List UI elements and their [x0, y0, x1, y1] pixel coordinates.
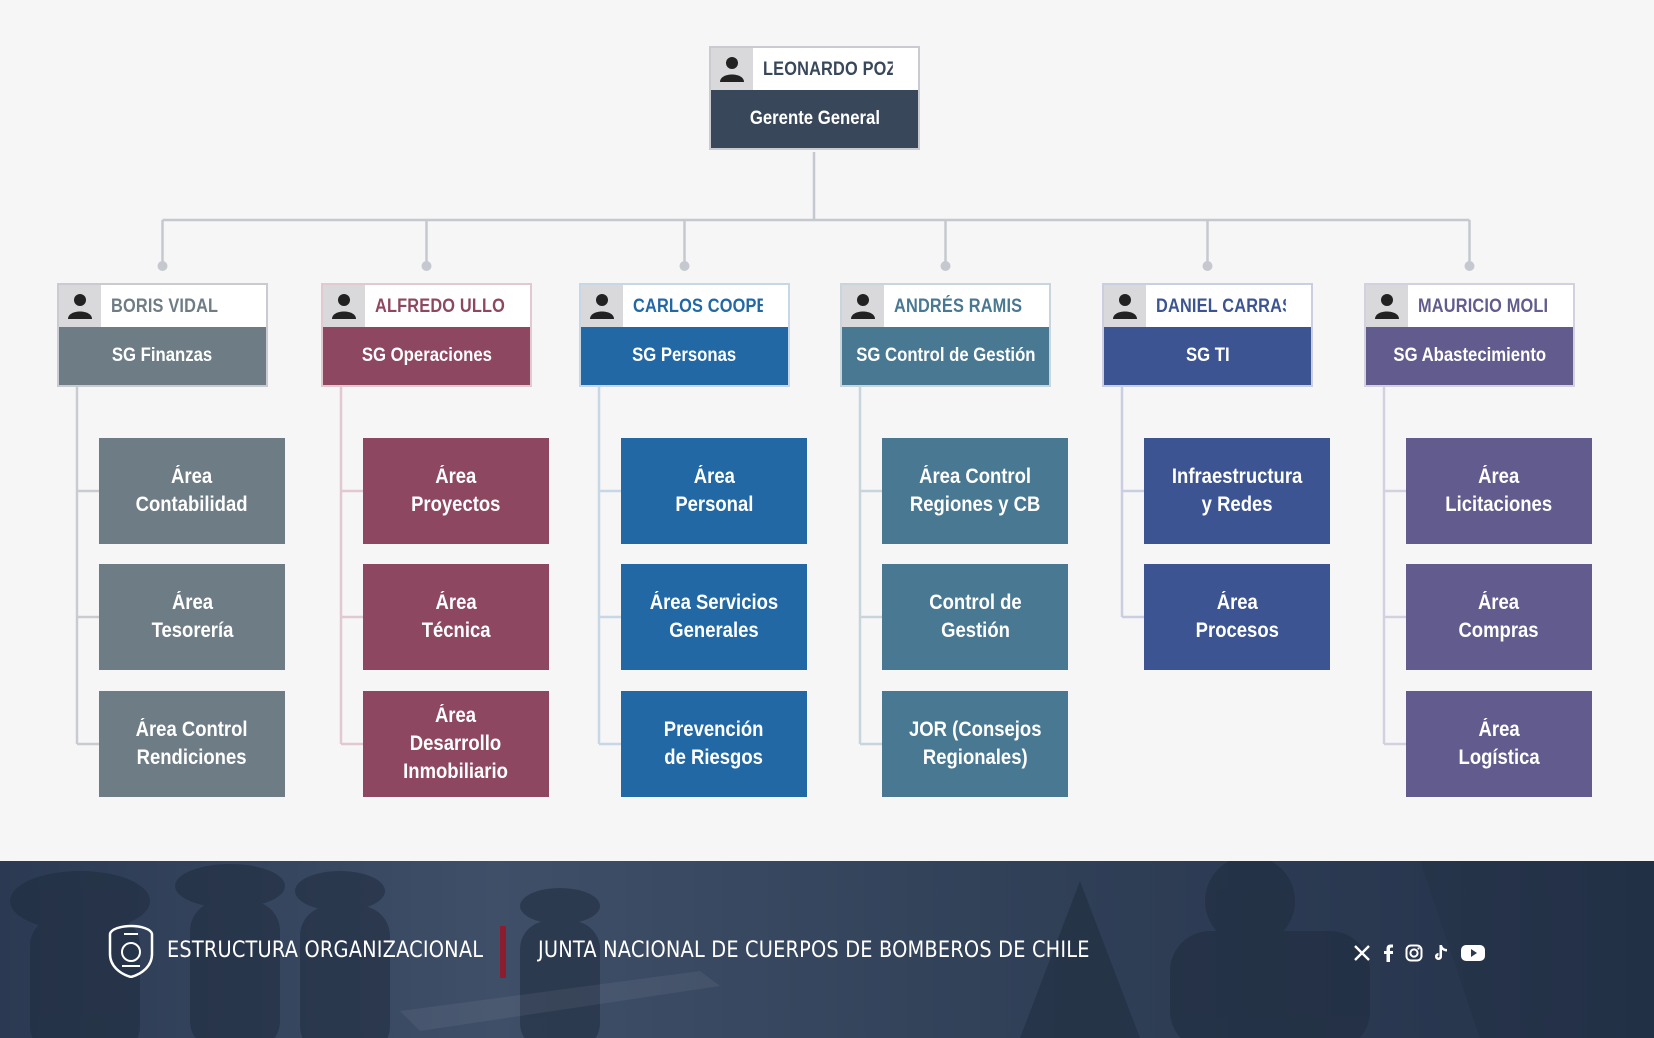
footer-title: ESTRUCTURA ORGANIZACIONAL [167, 938, 484, 963]
firefighters-background-image [10, 861, 1654, 1038]
person-icon [1104, 285, 1146, 327]
footer-banner: ESTRUCTURA ORGANIZACIONAL JUNTA NACIONAL… [0, 861, 1654, 1038]
instagram-icon[interactable] [1404, 941, 1424, 965]
connector-lines [75, 152, 1475, 746]
person-icon [842, 285, 884, 327]
connector-dot [421, 261, 432, 271]
area-box: JOR (Consejos Regionales) [882, 691, 1068, 797]
manager-role: SG Finanzas [59, 327, 266, 385]
footer-divider [500, 926, 506, 978]
connector-dot [679, 261, 690, 271]
connector-dot [1464, 261, 1475, 271]
manager-card: ALFREDO ULLOA SG Operaciones [321, 283, 532, 387]
manager-name: DANIEL CARRASCO [1156, 296, 1286, 317]
manager-card: ANDRÉS RAMIS SG Control de Gestión [840, 283, 1051, 387]
facebook-icon[interactable] [1380, 941, 1396, 965]
manager-role: SG Control de Gestión [842, 327, 1049, 385]
bomberos-crest-logo [108, 924, 154, 978]
connector-dot [1202, 261, 1213, 271]
area-box: Área Licitaciones [1406, 438, 1592, 544]
tiktok-icon[interactable] [1432, 941, 1450, 965]
x-icon[interactable] [1352, 941, 1372, 965]
youtube-icon[interactable] [1460, 941, 1486, 965]
manager-name: BORIS VIDAL [111, 296, 219, 317]
area-box: Área Personal [621, 438, 807, 544]
footer-organization: JUNTA NACIONAL DE CUERPOS DE BOMBEROS DE… [538, 938, 1090, 963]
person-icon [581, 285, 623, 327]
area-box: Área Técnica [363, 564, 549, 670]
manager-name: MAURICIO MOLINA [1418, 296, 1548, 317]
area-box: Área Logística [1406, 691, 1592, 797]
area-box: Prevención de Riesgos [621, 691, 807, 797]
area-box: Control de Gestión [882, 564, 1068, 670]
manager-name: ALFREDO ULLOA [375, 296, 505, 317]
person-icon [323, 285, 365, 327]
manager-name: CARLOS COOPER [633, 296, 763, 317]
area-box: Área Servicios Generales [621, 564, 807, 670]
connector-dot [940, 261, 951, 271]
connector-dot [157, 261, 168, 271]
area-box: Área Proyectos [363, 438, 549, 544]
area-box: Área Desarrollo Inmobiliario [363, 691, 549, 797]
ceo-card: LEONARDO POZO Gerente General [709, 46, 920, 150]
ceo-name: LEONARDO POZO [763, 59, 893, 80]
area-box: Área Control Regiones y CB [882, 438, 1068, 544]
manager-role: SG TI [1104, 327, 1311, 385]
manager-role: SG Abastecimiento [1366, 327, 1573, 385]
area-box: Área Procesos [1144, 564, 1330, 670]
ceo-role: Gerente General [711, 90, 918, 148]
manager-card: CARLOS COOPER SG Personas [579, 283, 790, 387]
manager-name: ANDRÉS RAMIS [894, 296, 1023, 317]
manager-card: DANIEL CARRASCO SG TI [1102, 283, 1313, 387]
person-icon [1366, 285, 1408, 327]
area-box: Área Contabilidad [99, 438, 285, 544]
manager-role: SG Personas [581, 327, 788, 385]
area-box: Área Tesorería [99, 564, 285, 670]
area-box: Área Control Rendiciones [99, 691, 285, 797]
area-box: Infraestructura y Redes [1144, 438, 1330, 544]
area-box: Área Compras [1406, 564, 1592, 670]
person-icon [59, 285, 101, 327]
org-chart: LEONARDO POZO Gerente General BORIS VIDA… [57, 46, 1592, 797]
manager-card: BORIS VIDAL SG Finanzas [57, 283, 268, 387]
manager-card: MAURICIO MOLINA SG Abastecimiento [1364, 283, 1575, 387]
manager-role: SG Operaciones [323, 327, 530, 385]
person-icon [711, 48, 753, 90]
